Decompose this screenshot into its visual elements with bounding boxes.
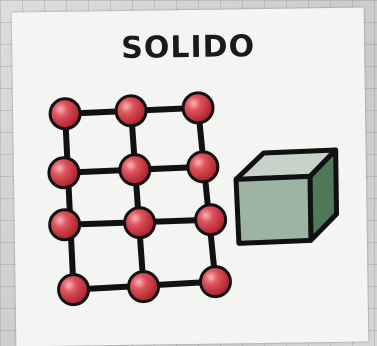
bond-line: [198, 108, 215, 282]
solid-card: SOLIDO: [12, 8, 369, 346]
particle-sphere: [195, 205, 225, 235]
particle-sphere: [49, 158, 79, 188]
particle-sphere: [120, 155, 150, 185]
bond-line: [131, 111, 143, 287]
cube-front-face: [236, 176, 311, 243]
particle-sphere: [58, 274, 88, 304]
bond-line: [65, 114, 73, 290]
particle-sphere: [188, 152, 218, 182]
particle-sphere: [116, 96, 146, 126]
solid-illustration: [12, 8, 369, 346]
particle-sphere: [128, 271, 158, 301]
cube-icon: [236, 150, 337, 243]
particle-sphere: [124, 207, 154, 237]
particle-sphere: [200, 266, 230, 296]
lattice-bonds: [63, 108, 215, 290]
particle-sphere: [183, 93, 213, 123]
particle-sphere: [49, 210, 79, 240]
particle-sphere: [50, 99, 80, 129]
